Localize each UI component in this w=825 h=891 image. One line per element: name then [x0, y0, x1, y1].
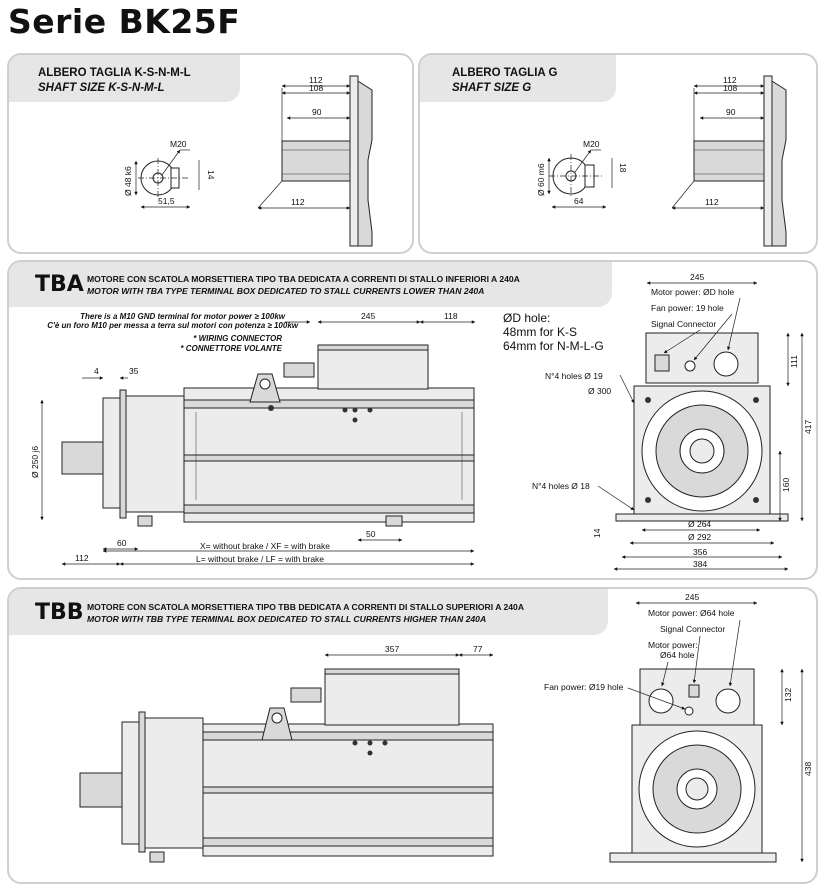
- tba-d4: 4: [94, 366, 99, 376]
- tbb-title-it: MOTORE CON SCATOLA MORSETTIERA TIPO TBB …: [87, 602, 525, 612]
- tba-d50: 50: [366, 529, 376, 539]
- tba-gnd-it: C'è un foro M10 per messa a terra sul mo…: [47, 321, 299, 330]
- g-d112b: 112: [705, 197, 719, 207]
- tbaf-d300: Ø 300: [588, 386, 611, 396]
- tbb-tab: [9, 589, 608, 635]
- tba-d118: 118: [444, 311, 458, 321]
- tbbf-d132: 132: [783, 688, 793, 702]
- shaft-ksnml-title-en: SHAFT SIZE K-S-N-M-L: [38, 82, 165, 94]
- tbaf-fan-power: Fan power: 19 hole: [651, 303, 724, 313]
- hole-note-line-2: 48mm for K-S: [503, 325, 578, 339]
- g-d108: 108: [723, 83, 737, 93]
- g-d112: 112: [723, 75, 737, 85]
- tbaf-d292: Ø 292: [688, 532, 711, 542]
- tbaf-d384: 384: [693, 559, 707, 569]
- ksnml-d112b: 112: [291, 197, 305, 207]
- tbaf-d245: 245: [690, 272, 704, 282]
- ksnml-m20: M20: [170, 139, 187, 149]
- shaft-ksnml-end-view: M20 14 Ø 48 k6 51,5: [123, 139, 216, 209]
- ksnml-d112: 112: [309, 75, 323, 85]
- tbbf-motor-power-b: Ø64 hole: [660, 650, 695, 660]
- tba-l-label: L= without brake / LF = with brake: [196, 554, 324, 564]
- tbbf-fan-power: Fan power: Ø19 hole: [544, 682, 624, 692]
- g-d18: 18: [618, 163, 628, 173]
- tba-wiring-it: * CONNETTORE VOLANTE: [180, 344, 282, 353]
- shaft-ksnml-title-it: ALBERO TAGLIA K-S-N-M-L: [38, 67, 191, 79]
- tbb-d357: 357: [385, 644, 399, 654]
- tbaf-d111: 111: [789, 355, 799, 368]
- g-m20: M20: [583, 139, 600, 149]
- tbbf-signal: Signal Connector: [660, 624, 725, 634]
- shaft-g-tab: [420, 55, 616, 102]
- tba-side-view: There is a M10 GND terminal for motor po…: [30, 311, 476, 566]
- ksnml-d108: 108: [309, 83, 323, 93]
- tba-d35: 35: [129, 366, 139, 376]
- tbaf-holes18: N°4 holes Ø 18: [532, 481, 590, 491]
- ksnml-d90: 90: [312, 107, 322, 117]
- tbbf-motor-power64: Motor power: Ø64 hole: [648, 608, 735, 618]
- tbb-side-view: 357 77: [79, 644, 494, 863]
- tba-d60: 60: [117, 538, 127, 548]
- tbb-front-view: 245 Motor power: Ø64 hole Signal Connect…: [544, 592, 813, 863]
- tbb-title-en: MOTOR WITH TBB TYPE TERMINAL BOX DEDICAT…: [87, 614, 487, 624]
- shaft-g-title-it: ALBERO TAGLIA G: [452, 67, 558, 79]
- tba-title-it: MOTORE CON SCATOLA MORSETTIERA TIPO TBA …: [87, 274, 520, 284]
- tba-x-label: X= without brake / XF = with brake: [200, 541, 330, 551]
- tba-front-view: 245 Motor power: ØD hole Fan power: 19 h…: [532, 272, 813, 571]
- tba-gnd-en: There is a M10 GND terminal for motor po…: [80, 312, 286, 321]
- tbaf-d417: 417: [803, 420, 813, 434]
- ksnml-d48: Ø 48 k6: [123, 166, 133, 196]
- tbaf-d264: Ø 264: [688, 519, 711, 529]
- tba-wiring-en: * WIRING CONNECTOR: [193, 334, 282, 343]
- ksnml-d515: 51,5: [158, 196, 175, 206]
- tbbf-motor-power-a: Motor power:: [648, 640, 698, 650]
- page-title: Serie BK25F: [8, 2, 241, 41]
- ksnml-d14: 14: [206, 170, 216, 180]
- tba-code: TBA: [35, 272, 84, 297]
- tbbf-d245: 245: [685, 592, 699, 602]
- tbb-code: TBB: [35, 600, 84, 625]
- shaft-ksnml-side-view: 112 108 90 112: [257, 75, 373, 247]
- shaft-g-end-view: M20 18 Ø 60 m6 64: [536, 139, 628, 209]
- tba-tab: [9, 262, 612, 307]
- hole-note-line-3: 64mm for N-M-L-G: [503, 339, 604, 353]
- tbb-d77: 77: [473, 644, 483, 654]
- tbaf-d14: 14: [592, 528, 602, 538]
- tba-d245: 245: [361, 311, 375, 321]
- tbbf-d438: 438: [803, 762, 813, 776]
- tbaf-holes19: N°4 holes Ø 19: [545, 371, 603, 381]
- shaft-g-side-view: 112 108 90 112: [671, 75, 787, 247]
- shaft-ksnml-tab: [9, 55, 240, 102]
- hole-note: ØD hole: 48mm for K-S 64mm for N-M-L-G: [503, 311, 604, 353]
- tbaf-motor-power: Motor power: ØD hole: [651, 287, 734, 297]
- tbaf-d160: 160: [781, 478, 791, 492]
- tba-d250: Ø 250 j6: [30, 446, 40, 478]
- tbaf-d356: 356: [693, 547, 707, 557]
- tbaf-signal: Signal Connector: [651, 319, 716, 329]
- tba-d112: 112: [75, 553, 89, 563]
- g-d64: 64: [574, 196, 584, 206]
- shaft-g-title-en: SHAFT SIZE G: [452, 82, 532, 94]
- hole-note-line-1: ØD hole:: [503, 311, 551, 325]
- tba-title-en: MOTOR WITH TBA TYPE TERMINAL BOX DEDICAT…: [87, 286, 485, 296]
- g-d60: Ø 60 m6: [536, 163, 546, 196]
- g-d90: 90: [726, 107, 736, 117]
